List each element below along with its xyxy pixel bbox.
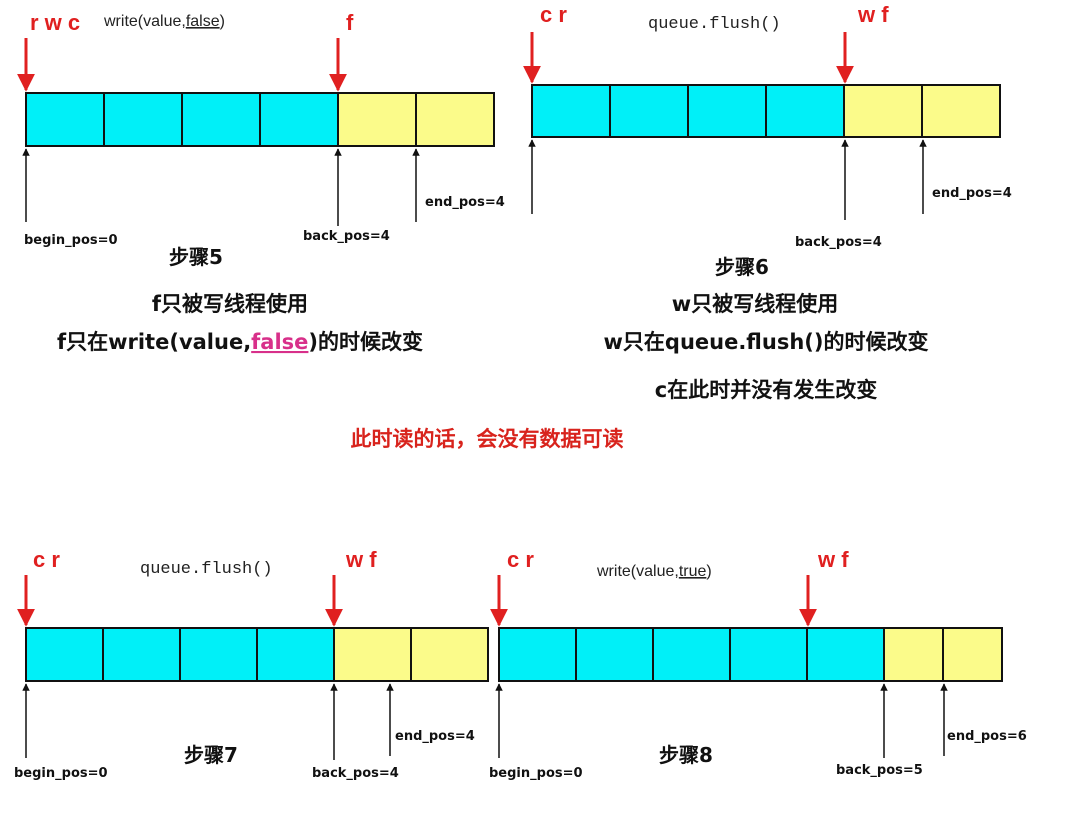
warning-text: 此时读的话，会没有数据可读	[351, 427, 624, 451]
queue-cell-filled	[575, 627, 654, 682]
queue-cell-empty	[333, 627, 412, 682]
queue-cell-filled	[181, 92, 261, 147]
queue-cell-filled	[25, 92, 105, 147]
pointer-label-c-r: c r	[540, 2, 567, 27]
queue-cells	[25, 627, 489, 682]
queue-cell-filled	[179, 627, 258, 682]
panel-step6: c r queue.flush() w f back_pos=4 end_pos…	[523, 2, 1012, 402]
queue-cells	[498, 627, 1003, 682]
queue-cell-filled	[806, 627, 885, 682]
queue-cell-filled	[259, 92, 339, 147]
pointer-label-w-f: w f	[345, 547, 377, 572]
queue-cell-empty	[843, 84, 923, 138]
queue-cell-filled	[729, 627, 808, 682]
queue-cell-filled	[652, 627, 731, 682]
queue-cell-empty	[942, 627, 1003, 682]
pointer-label-f: f	[346, 10, 354, 35]
queue-cell-filled	[531, 84, 611, 138]
queue-cell-empty	[410, 627, 489, 682]
step-label: 步骤8	[659, 743, 713, 767]
queue-cell-filled	[765, 84, 845, 138]
queue-cells	[531, 84, 1001, 138]
back-pos-label: back_pos=5	[836, 763, 923, 778]
begin-pos-label: begin_pos=0	[24, 233, 118, 248]
end-pos-label: end_pos=6	[947, 729, 1027, 744]
queue-cell-filled	[687, 84, 767, 138]
note-line: w只在queue.flush()的时候改变	[604, 330, 929, 354]
step-label: 步骤7	[184, 743, 238, 767]
queue-cells	[25, 92, 495, 147]
panel-step8: c r write(value,true) w f begin_pos=0 ba…	[489, 547, 1027, 781]
queue-cell-empty	[921, 84, 1001, 138]
pointer-label-c-r: c r	[33, 547, 60, 572]
end-pos-label: end_pos=4	[395, 729, 475, 744]
pointer-label-c-r: c r	[507, 547, 534, 572]
queue-cell-filled	[256, 627, 335, 682]
note-line: w只被写线程使用	[672, 292, 838, 316]
panel-step7: c r queue.flush() w f begin_pos=0 back_p…	[14, 547, 489, 781]
queue-cell-filled	[102, 627, 181, 682]
queue-cell-filled	[103, 92, 183, 147]
operation-label: write(value,false)	[103, 13, 225, 30]
back-pos-label: back_pos=4	[303, 229, 390, 244]
queue-cell-filled	[609, 84, 689, 138]
back-pos-label: back_pos=4	[312, 766, 399, 781]
note-line: f只被写线程使用	[152, 292, 308, 316]
note-line-rich: f只在write(value,false)的时候改变	[57, 330, 423, 354]
pointer-label-w-f: w f	[817, 547, 849, 572]
step-label: 步骤6	[715, 255, 769, 279]
end-pos-label: end_pos=4	[425, 195, 505, 210]
operation-label: queue.flush()	[140, 560, 273, 579]
step-label: 步骤5	[169, 245, 223, 269]
operation-label: write(value,true)	[596, 563, 712, 580]
panel-step5: r w c write(value,false) f begin_pos=0 b…	[17, 10, 505, 354]
end-pos-label: end_pos=4	[932, 186, 1012, 201]
queue-cell-empty	[883, 627, 944, 682]
queue-cell-filled	[498, 627, 577, 682]
back-pos-label: back_pos=4	[795, 235, 882, 250]
queue-cell-empty	[415, 92, 495, 147]
pointer-label-w-f: w f	[857, 2, 889, 27]
begin-pos-label: begin_pos=0	[489, 766, 583, 781]
pointer-label-r-w-c: r w c	[30, 10, 80, 35]
queue-cell-filled	[25, 627, 104, 682]
note-line: c在此时并没有发生改变	[655, 378, 877, 402]
queue-cell-empty	[337, 92, 417, 147]
begin-pos-label: begin_pos=0	[14, 766, 108, 781]
operation-label: queue.flush()	[648, 15, 781, 34]
